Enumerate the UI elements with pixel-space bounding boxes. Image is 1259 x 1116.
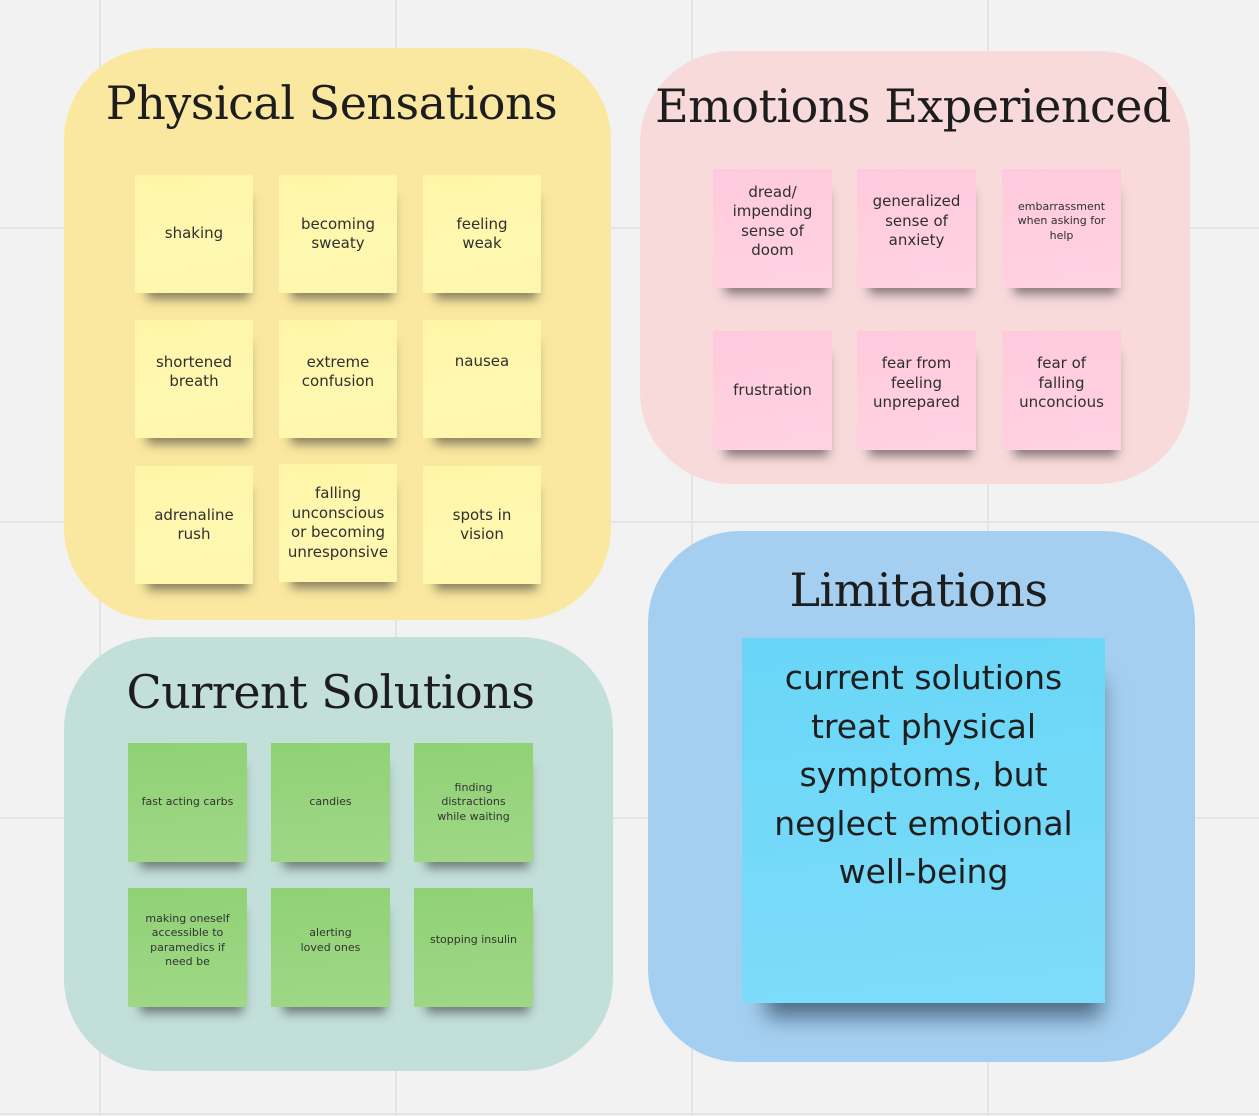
sticky-note[interactable]: falling unconscious or becoming unrespon… [279,464,397,582]
sticky-note[interactable]: alerting loved ones [271,888,390,1007]
sticky-note[interactable]: embarrassment when asking for help [1002,169,1121,288]
sticky-note[interactable]: shaking [135,175,253,293]
grid-line [0,817,1259,819]
note-text: current solutions treat physical symptom… [774,658,1073,892]
section-title: Physical Sensations [105,76,558,130]
sticky-note[interactable]: fear from feeling unprepared [857,331,976,450]
sticky-note[interactable]: feeling weak [423,175,541,293]
note-text: stopping insulin [429,933,518,947]
note-text: candies [309,795,352,809]
section-title: Current Solutions [126,665,535,719]
grid-line [0,1113,1259,1115]
note-text: feeling weak [456,214,508,253]
note-text: finding distractions while waiting [437,781,510,823]
note-text: nausea [454,352,510,371]
note-text: shaking [164,224,224,243]
sticky-note[interactable]: making oneself accessible to paramedics … [128,888,247,1007]
sticky-note[interactable]: fast acting carbs [128,743,247,862]
sticky-note[interactable]: candies [271,743,390,862]
sticky-note[interactable]: finding distractions while waiting [414,743,533,862]
sticky-note[interactable]: fear of falling unconcious [1002,331,1121,450]
sticky-note[interactable]: current solutions treat physical symptom… [742,638,1105,1003]
note-text: fear of falling unconcious [1019,354,1104,412]
note-text: generalized sense of anxiety [872,192,961,250]
sticky-note[interactable]: dread/ impending sense of doom [713,169,832,288]
grid-line [0,227,1259,229]
note-text: spots in vision [452,505,512,544]
sticky-note[interactable]: extreme confusion [279,320,397,438]
sticky-note[interactable]: nausea [423,320,541,438]
sticky-note[interactable]: adrenaline rush [135,466,253,584]
note-text: alerting loved ones [300,926,361,954]
section-title: Emotions Experienced [655,79,1171,133]
sticky-note[interactable]: becoming sweaty [279,175,397,293]
note-text: falling unconscious or becoming unrespon… [287,484,389,561]
note-text: frustration [733,380,812,399]
sticky-note[interactable]: generalized sense of anxiety [857,169,976,288]
section-title: Limitations [789,563,1048,617]
note-text: embarrassment when asking for help [1017,200,1106,242]
note-text: fast acting carbs [141,795,234,809]
sticky-note[interactable]: shortened breath [135,320,253,438]
sticky-note[interactable]: frustration [713,331,832,450]
note-text: making oneself accessible to paramedics … [145,911,230,968]
note-text: dread/ impending sense of doom [732,182,813,260]
grid-line [0,521,1259,523]
note-text: adrenaline rush [154,505,234,544]
note-text: fear from feeling unprepared [873,354,960,412]
sticky-note[interactable]: stopping insulin [414,888,533,1007]
sticky-note[interactable]: spots in vision [423,466,541,584]
note-text: extreme confusion [301,352,375,391]
note-text: becoming sweaty [301,214,375,253]
note-text: shortened breath [155,352,233,391]
